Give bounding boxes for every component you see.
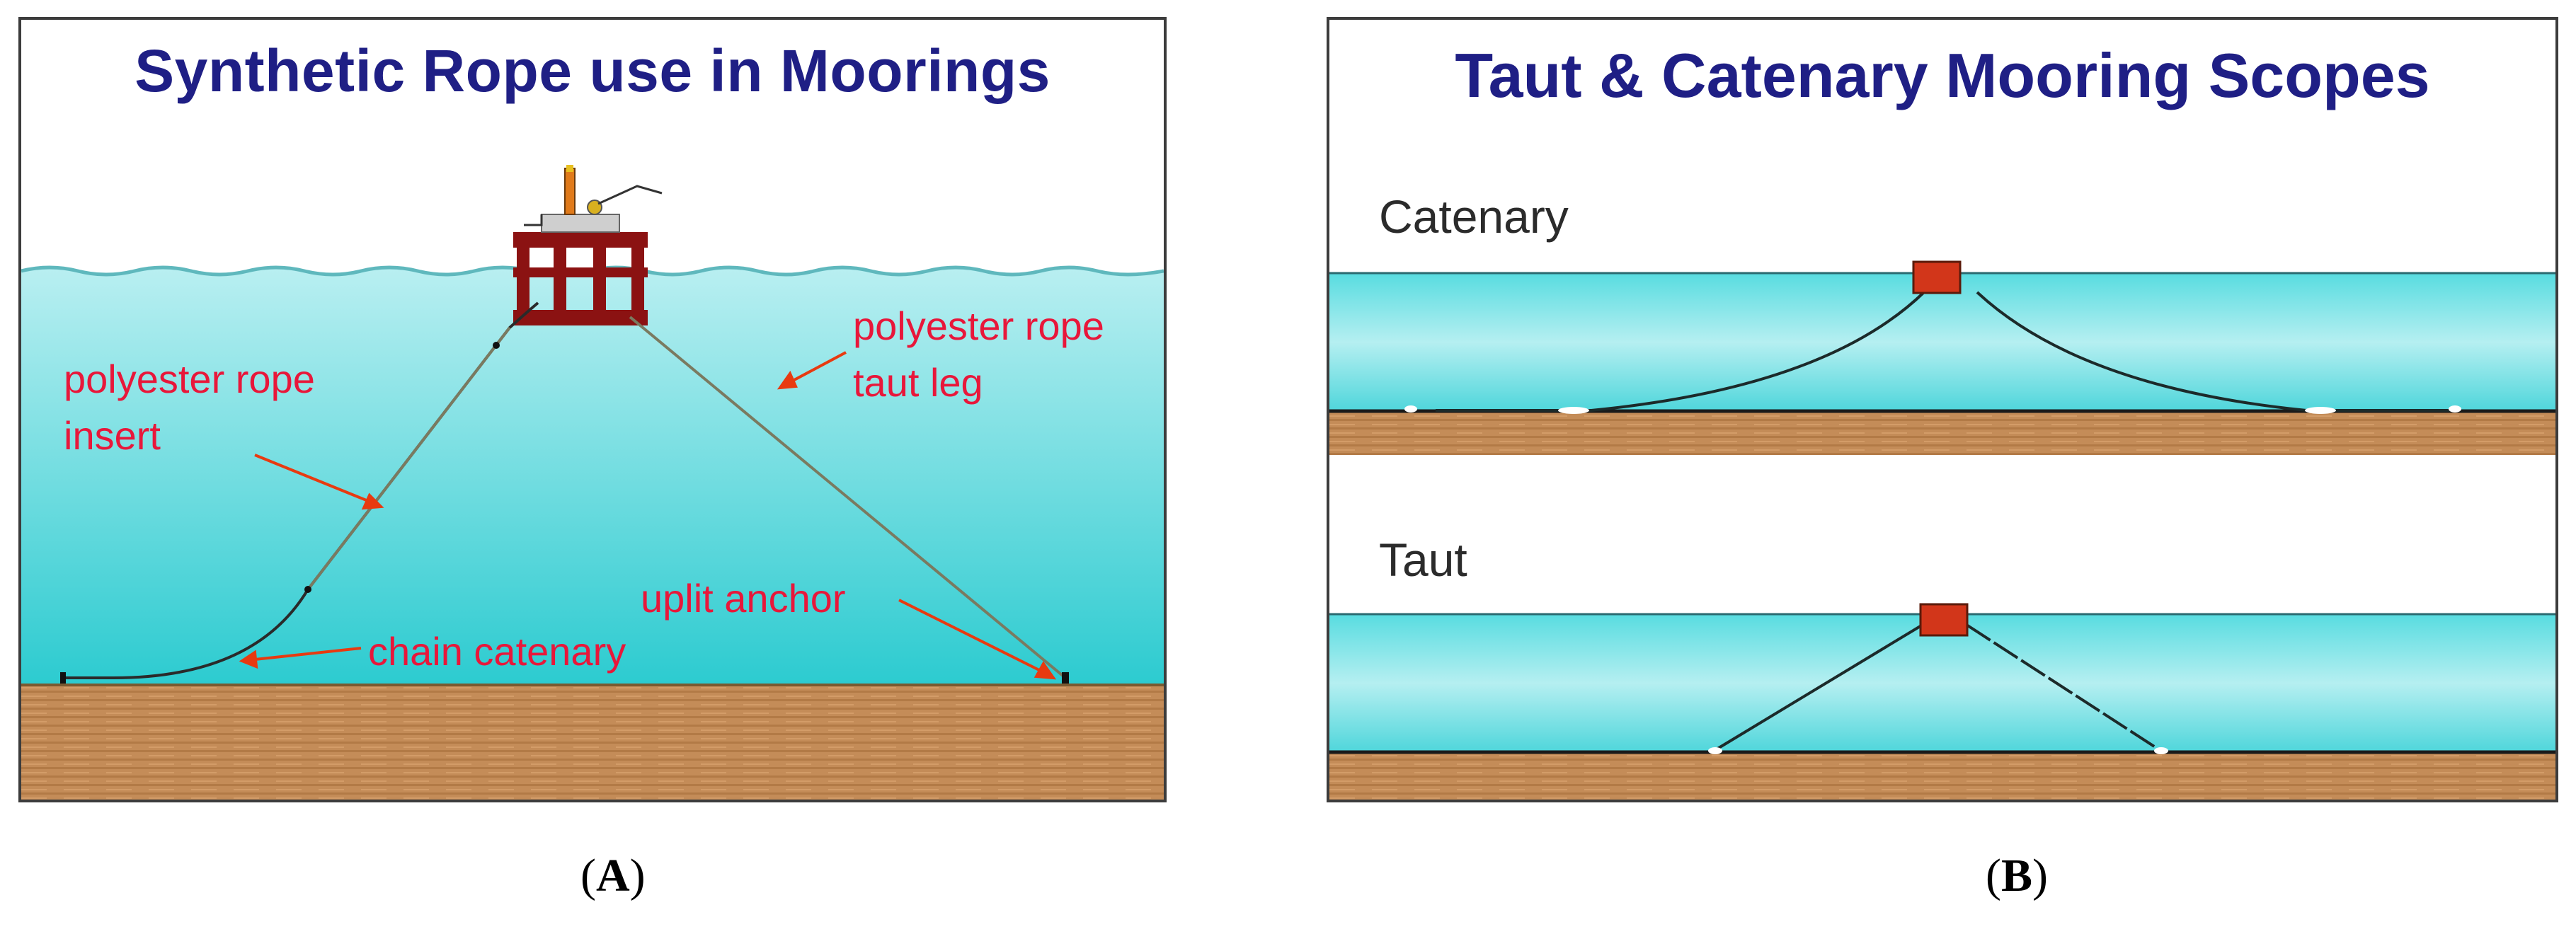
label-polyester-taut-line2: taut leg: [853, 360, 983, 405]
label-polyester-insert-line1: polyester rope: [64, 357, 315, 401]
panel-a-illustration: [21, 165, 1164, 800]
catenary-left-line: [1436, 291, 1925, 412]
label-uplift-anchor: uplit anchor: [641, 576, 846, 621]
label-polyester-taut-line1: polyester rope: [853, 304, 1104, 348]
taut-water: [1329, 614, 2555, 752]
insert-connector-lower: [304, 586, 311, 593]
taut-right-line: [1965, 623, 2161, 751]
catenary-label: Catenary: [1379, 190, 1569, 243]
panel-b-mooring-scopes-diagram: Taut & Catenary Mooring Scopes Catenary …: [1327, 17, 2558, 802]
taut-left-line: [1714, 623, 1924, 751]
label-arrows: [239, 351, 1057, 680]
taut-seabed: [1329, 752, 2555, 800]
taut-buoy: [1919, 603, 1969, 637]
offshore-platform: [513, 165, 663, 325]
taut-scene: [1329, 603, 2555, 800]
taut-label: Taut: [1379, 534, 1467, 586]
left-mooring-line: [64, 301, 539, 679]
right-taut-leg: [629, 316, 1067, 679]
panel-a-title: Synthetic Rope use in Moorings: [134, 38, 1051, 104]
panel-b-title: Taut & Catenary Mooring Scopes: [1455, 40, 2430, 110]
caption-b: (B): [1986, 850, 2048, 901]
seabed: [21, 685, 1164, 800]
left-anchor: [60, 672, 66, 684]
caption-a: (A): [580, 850, 646, 901]
catenary-buoy: [1912, 260, 1962, 294]
catenary-scene: [1329, 260, 2555, 455]
label-chain-catenary: chain catenary: [368, 629, 626, 674]
panel-b-illustration: [1329, 260, 2555, 800]
ocean-water: [21, 267, 1164, 685]
panel-a-synthetic-rope-diagram: Synthetic Rope use in Moorings polyester…: [18, 17, 1167, 802]
catenary-right-line: [1976, 291, 2455, 412]
catenary-seabed: [1329, 411, 2555, 455]
uplift-anchor: [1062, 672, 1069, 684]
label-polyester-insert-line2: insert: [64, 413, 161, 458]
catenary-water: [1329, 273, 2555, 411]
insert-connector-upper: [493, 342, 500, 349]
